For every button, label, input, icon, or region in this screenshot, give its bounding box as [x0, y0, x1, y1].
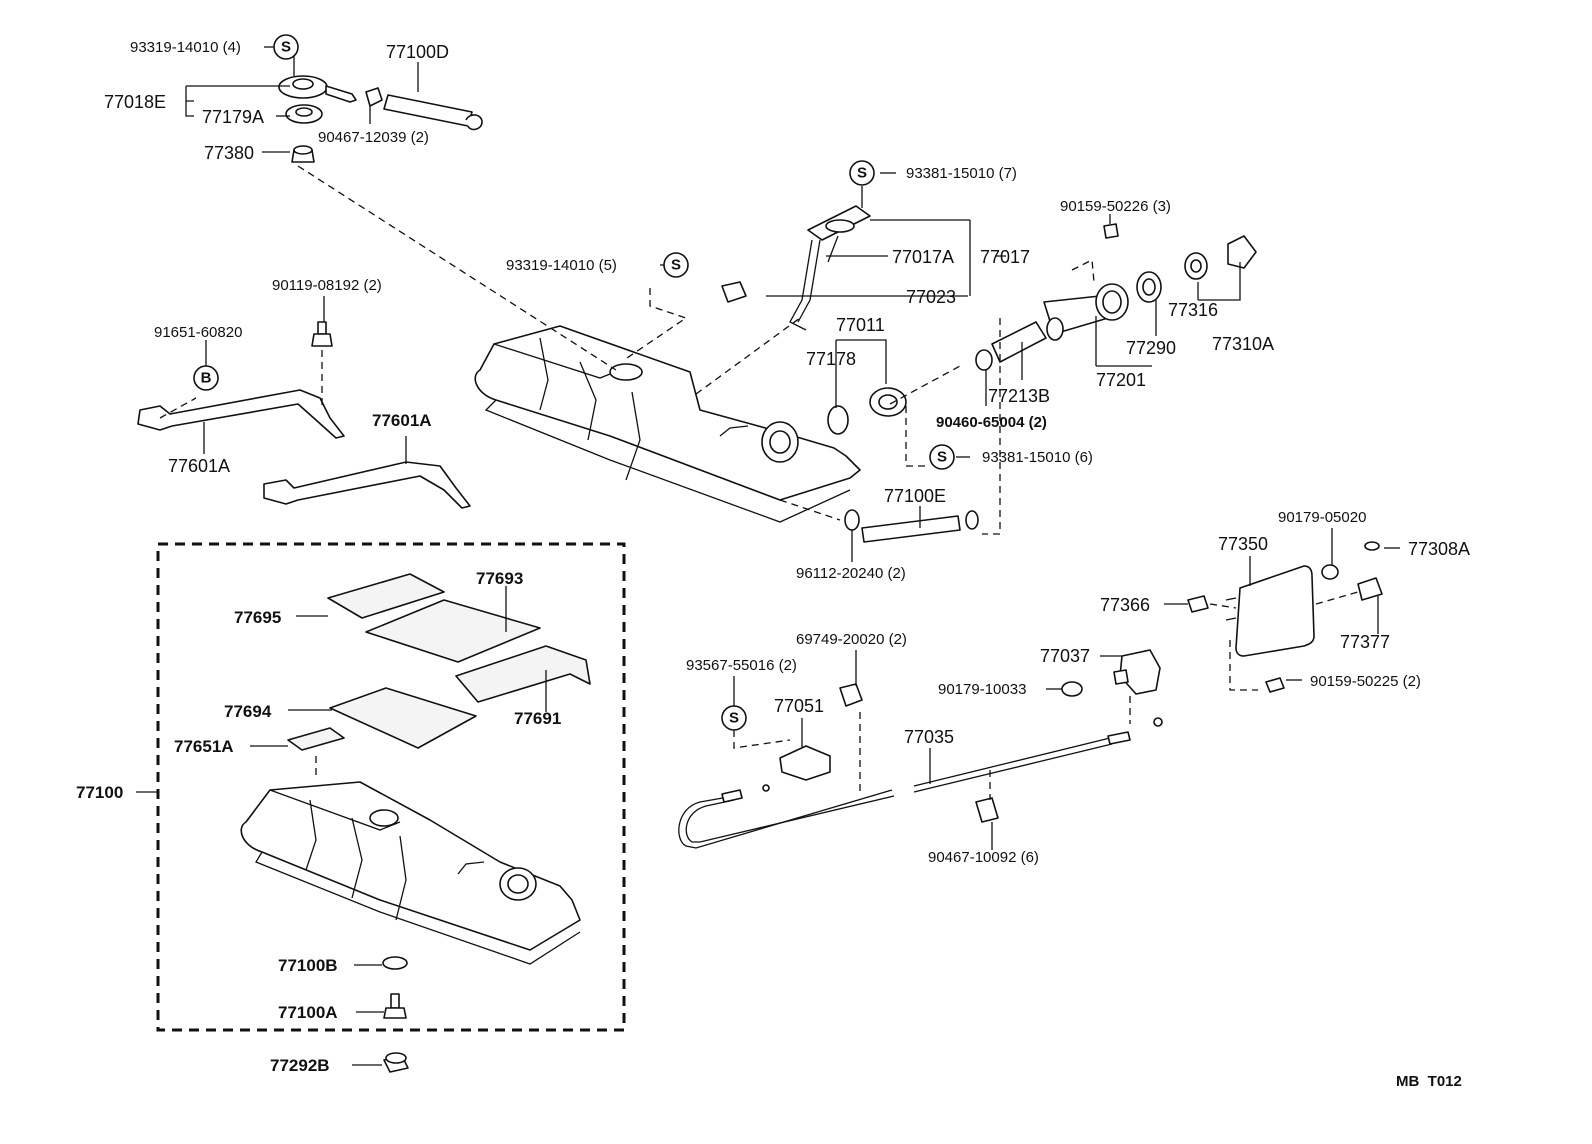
label-93381-15010-6: 93381-15010 (6)	[982, 449, 1093, 466]
label-77023: 77023	[906, 287, 956, 307]
label-77380: 77380	[204, 143, 254, 163]
dashed-guides	[159, 165, 1359, 800]
symbol-s-label: S	[281, 39, 291, 56]
spring-77308a	[1364, 541, 1380, 551]
label-91651-60820: 91651-60820	[154, 324, 242, 341]
lock-77037	[1113, 649, 1161, 695]
label-77316: 77316	[1168, 300, 1218, 320]
screw-90159-50225	[1265, 677, 1285, 693]
label-77017: 77017	[980, 247, 1030, 267]
label-77178: 77178	[806, 349, 856, 369]
bolt-90119-08192	[311, 321, 333, 347]
cushion-90179-05020	[1321, 564, 1339, 580]
label-77292b: 77292B	[270, 1056, 330, 1075]
label-77100: 77100	[76, 783, 123, 802]
nut-90179-10033	[1061, 681, 1083, 697]
label-90467-12039: 90467-12039 (2)	[318, 129, 429, 146]
symbol-s-93381-6: S	[929, 444, 955, 470]
label-93319-14010-4: 93319-14010 (4)	[130, 39, 241, 56]
symbol-s-top: S	[273, 34, 299, 60]
label-77693: 77693	[476, 569, 523, 588]
label-77100e: 77100E	[884, 486, 946, 506]
label-90179-05020: 90179-05020	[1278, 509, 1366, 526]
label-77011: 77011	[836, 315, 885, 335]
label-90159-50225: 90159-50225 (2)	[1310, 673, 1421, 690]
bolt-77100a	[383, 993, 407, 1019]
label-77290: 77290	[1126, 338, 1176, 358]
label-96112-20240: 96112-20240 (2)	[796, 565, 906, 582]
filler-neck-assembly	[991, 223, 1257, 363]
label-93381-15010-7: 93381-15010 (7)	[906, 165, 1017, 182]
label-77018e: 77018E	[104, 92, 166, 112]
label-77051: 77051	[774, 696, 824, 716]
fuel-tank-main	[474, 325, 861, 523]
label-77691: 77691	[514, 709, 561, 728]
label-77037: 77037	[1040, 646, 1090, 666]
label-77017a: 77017A	[892, 247, 954, 267]
label-90159-50226: 90159-50226 (3)	[1060, 198, 1171, 215]
label-77695: 77695	[234, 608, 281, 627]
insulator-77693	[365, 599, 541, 663]
symbol-s-label: S	[729, 710, 739, 727]
clamp-77051	[779, 745, 831, 781]
symbol-s-label: S	[857, 165, 867, 182]
label-77651a: 77651A	[174, 737, 234, 756]
label-90119-08192: 90119-08192 (2)	[272, 277, 382, 294]
label-77694: 77694	[224, 702, 272, 721]
label-93319-14010-5: 93319-14010 (5)	[506, 257, 617, 274]
symbol-s-93567: S	[721, 705, 747, 731]
lid-lock-cable	[678, 717, 1163, 849]
symbol-b-label: B	[201, 370, 212, 387]
tank-strap-lower	[263, 461, 471, 509]
hose-77100e	[844, 509, 979, 543]
fuel-pump-tube-assembly	[721, 205, 871, 331]
tank-strap-upper	[137, 389, 345, 439]
cushion-77100b	[382, 956, 408, 970]
bumper-77366	[1187, 595, 1209, 613]
symbol-s-label: S	[671, 257, 681, 274]
insulator-77691	[455, 645, 591, 703]
hose-clamp-parts	[827, 349, 993, 435]
label-77100b: 77100B	[278, 956, 338, 975]
fuel-lid-77350	[1225, 565, 1315, 657]
fuel-tank-assembly	[240, 781, 581, 965]
sender-gauge-assembly	[278, 75, 357, 163]
label-77100a: 77100A	[278, 1003, 338, 1022]
label-77100d: 77100D	[386, 42, 449, 62]
label-93567-55016: 93567-55016 (2)	[686, 657, 797, 674]
insulator-77695	[327, 573, 445, 619]
label-77310a: 77310A	[1212, 334, 1274, 354]
hinge-77377	[1357, 577, 1383, 601]
label-77350: 77350	[1218, 534, 1268, 554]
symbol-s-93319-5: S	[663, 252, 689, 278]
label-77035: 77035	[904, 727, 954, 747]
pad-77651a	[287, 727, 345, 751]
label-90467-10092: 90467-10092 (6)	[928, 849, 1039, 866]
leader-lines	[136, 46, 1400, 1066]
symbol-s-label: S	[937, 449, 947, 466]
part-labels: 93319-14010 (4) 77100D 77018E 77179A 904…	[76, 39, 1470, 1090]
clamp-90467-10092	[975, 797, 999, 823]
label-77601a-upper: 77601A	[372, 411, 432, 430]
label-77366: 77366	[1100, 595, 1150, 615]
plug-77292b	[383, 1052, 409, 1073]
label-69749-20020: 69749-20020 (2)	[796, 631, 907, 648]
label-77179a: 77179A	[202, 107, 264, 127]
symbol-b: B	[193, 365, 219, 391]
symbol-s-93381-7: S	[849, 160, 875, 186]
hose-77100d	[365, 87, 483, 131]
insulator-77694	[329, 687, 477, 749]
label-90179-10033: 90179-10033	[938, 681, 1026, 698]
label-77201: 77201	[1096, 370, 1146, 390]
label-77601a-lower: 77601A	[168, 456, 230, 476]
label-77377: 77377	[1340, 632, 1390, 652]
label-77213b: 77213B	[988, 386, 1050, 406]
label-77308a: 77308A	[1408, 539, 1470, 559]
clamp-69749	[839, 683, 863, 707]
label-90460-65004: 90460-65004 (2)	[936, 414, 1047, 431]
diagram-code: MB T012	[1396, 1073, 1462, 1090]
